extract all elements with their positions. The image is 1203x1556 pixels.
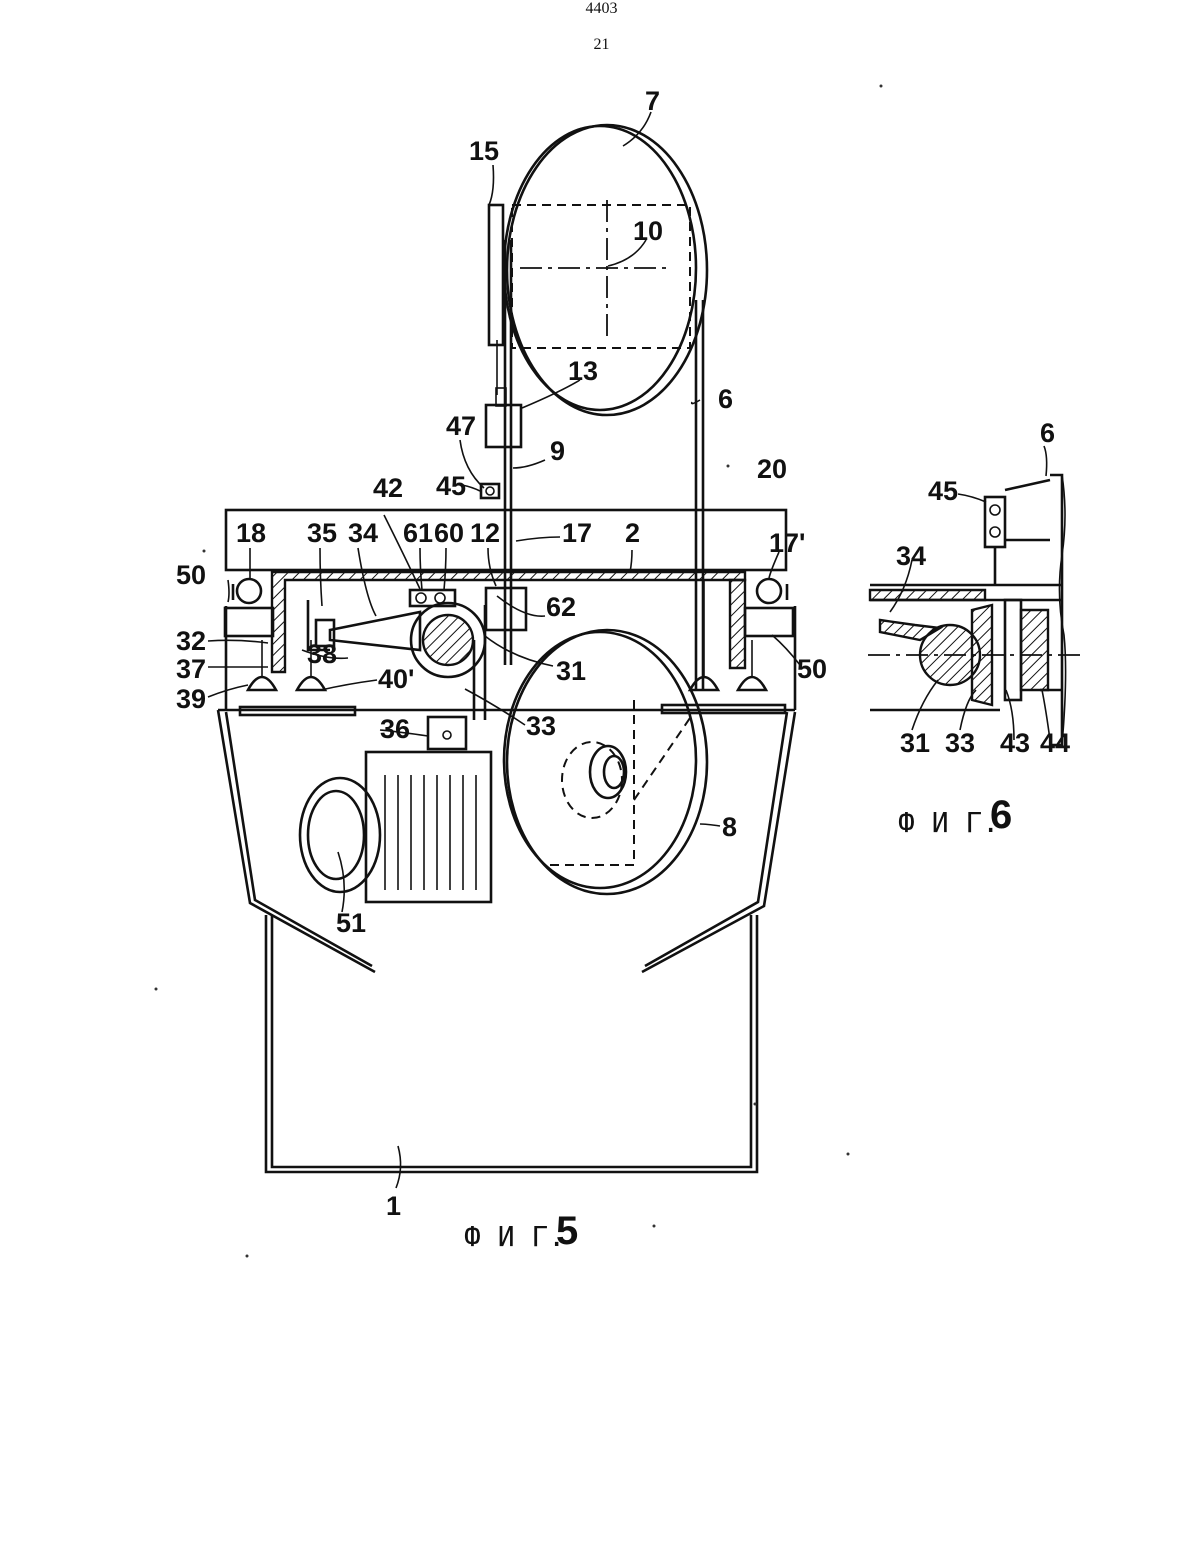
label-36: 36 xyxy=(380,714,410,744)
fig6-label-45: 45 xyxy=(928,476,958,506)
fig6-label-43: 43 xyxy=(1000,728,1030,758)
fig6-label-6: 6 xyxy=(1040,418,1055,448)
label-12: 12 xyxy=(470,518,500,548)
label-50-left: 50 xyxy=(176,560,206,590)
saw-band xyxy=(497,240,703,690)
label-60: 60 xyxy=(434,518,464,548)
support-18 xyxy=(237,579,261,603)
label-20: 20 xyxy=(757,454,787,484)
label-42: 42 xyxy=(373,473,403,503)
label-1: 1 xyxy=(386,1191,401,1221)
label-13: 13 xyxy=(568,356,598,386)
figure-6-caption-text: Ф И Г. xyxy=(898,806,999,839)
figure-5-caption-text: Ф И Г. xyxy=(464,1220,565,1253)
figure-5-caption: Ф И Г. 5 xyxy=(464,1209,578,1253)
scan-specks xyxy=(155,85,883,1258)
label-31: 31 xyxy=(556,656,586,686)
motor xyxy=(300,717,491,902)
figure-6-caption-number: 6 xyxy=(990,793,1012,837)
base-cabinet xyxy=(218,710,795,1172)
label-40-prime: 40' xyxy=(378,664,414,694)
fig6-label-33: 33 xyxy=(945,728,975,758)
support-17p xyxy=(757,579,781,603)
label-35: 35 xyxy=(307,518,337,548)
label-8: 8 xyxy=(722,812,737,842)
fig6-label-44: 44 xyxy=(1040,728,1070,758)
label-18: 18 xyxy=(236,518,266,548)
figure-6: 6 45 34 31 33 43 44 Ф И Г. 6 xyxy=(868,418,1085,839)
label-62: 62 xyxy=(546,592,576,622)
label-34: 34 xyxy=(348,518,378,548)
label-61: 61 xyxy=(403,518,433,548)
label-33: 33 xyxy=(526,711,556,741)
lower-wheel xyxy=(504,630,707,894)
fig6-label-31: 31 xyxy=(900,728,930,758)
label-37: 37 xyxy=(176,654,206,684)
label-32: 32 xyxy=(176,626,206,656)
label-10: 10 xyxy=(633,216,663,246)
label-6: 6 xyxy=(718,384,733,414)
label-45: 45 xyxy=(436,471,466,501)
label-15: 15 xyxy=(469,136,499,166)
label-39: 39 xyxy=(176,684,206,714)
label-38: 38 xyxy=(307,639,337,669)
fig6-label-34: 34 xyxy=(896,541,926,571)
sensor-45 xyxy=(481,484,499,498)
figure-5-caption-number: 5 xyxy=(556,1209,578,1253)
label-47: 47 xyxy=(446,411,476,441)
label-50-right: 50 xyxy=(797,654,827,684)
label-2: 2 xyxy=(625,518,640,548)
figure-5: 7 10 15 13 6 47 9 20 45 42 18 35 34 61 6… xyxy=(176,86,827,1253)
label-51: 51 xyxy=(336,908,366,938)
drive-assembly xyxy=(308,588,526,720)
label-9: 9 xyxy=(550,436,565,466)
label-17-prime: 17' xyxy=(769,528,805,558)
upper-wheel xyxy=(504,125,707,415)
label-7: 7 xyxy=(645,86,660,116)
label-17: 17 xyxy=(562,518,592,548)
